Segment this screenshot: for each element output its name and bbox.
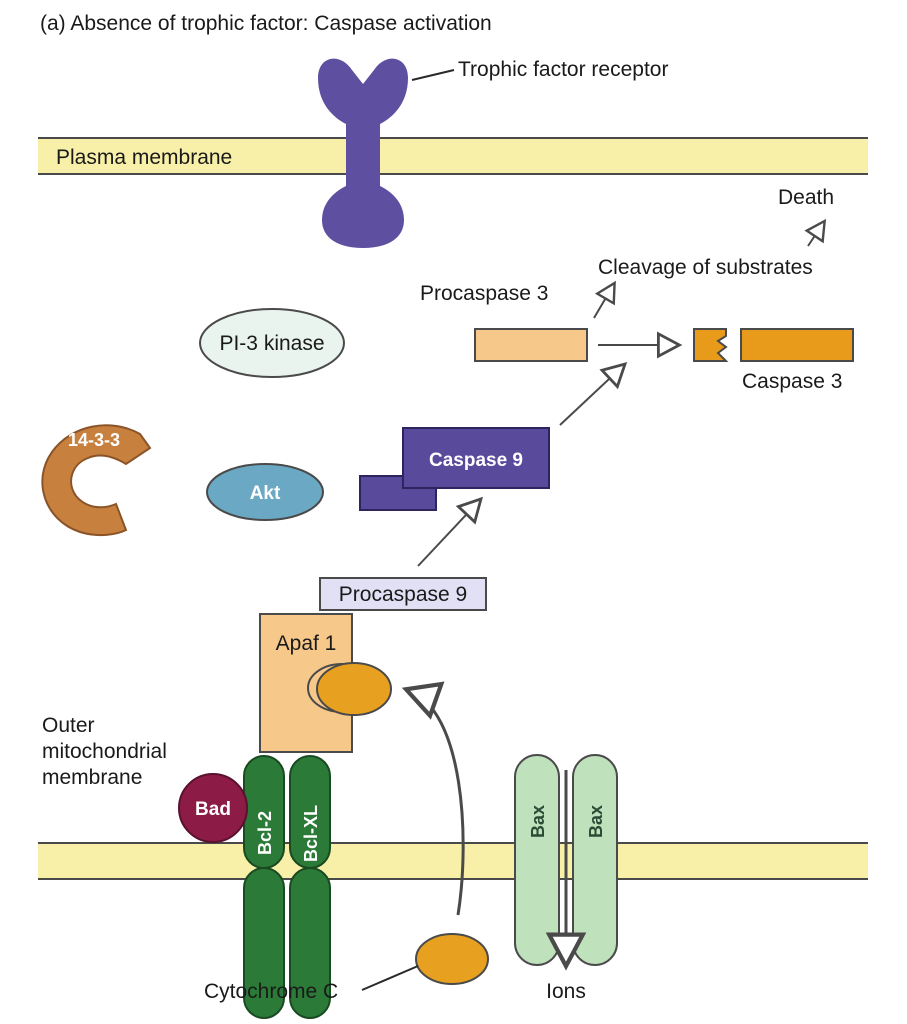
procaspase-3-label: Procaspase 3	[420, 282, 548, 305]
cleavage-to-death-arrow	[804, 218, 827, 247]
bcl-2-label: Bcl-2	[255, 811, 275, 855]
pi3-kinase	[199, 308, 345, 378]
bax-left-label: Bax	[528, 805, 548, 838]
trophic-factor-receptor	[318, 58, 408, 248]
trophic-factor-receptor-label: Trophic factor receptor	[458, 58, 668, 81]
outer-mitochondrial-membrane	[38, 842, 868, 880]
bad-label: Bad	[195, 799, 231, 820]
caspase-3-label: Caspase 3	[742, 370, 842, 393]
bax-right-label: Bax	[586, 805, 606, 838]
pi3-kinase-label: PI-3 kinase	[219, 332, 324, 355]
cytochrome-c-label: Cytochrome C	[204, 980, 338, 1003]
procaspase-9-box	[319, 577, 487, 611]
procaspase-9-label: Procaspase 9	[339, 583, 467, 606]
procaspase3-to-cleavage-arrow	[593, 280, 616, 319]
death-label: Death	[778, 186, 834, 209]
akt	[206, 463, 324, 521]
cleavage-of-substrates-label: Cleavage of substrates	[598, 256, 813, 279]
plasma-membrane	[38, 137, 868, 175]
caspase9-to-procaspase3-arrow	[559, 362, 628, 426]
cytochrome-c-bound	[316, 662, 392, 716]
bcl-2	[243, 755, 285, 1019]
apaf-1-box	[259, 613, 353, 753]
caspase-3-fragment	[693, 328, 729, 362]
protein-14-3-3-label: 14-3-3	[68, 430, 120, 450]
outer-membrane-label-line1: Outer	[42, 714, 95, 737]
bcl-xl	[289, 755, 331, 1019]
cytochrome-c-free	[415, 933, 489, 985]
caspase-3-box	[740, 328, 854, 362]
caspase-9-box	[402, 427, 550, 489]
procaspase-3-box	[474, 328, 588, 362]
cytochrome-leader-line	[361, 965, 419, 991]
bax-right	[572, 754, 618, 966]
plasma-membrane-label: Plasma membrane	[56, 146, 232, 169]
apaf-1-label: Apaf 1	[276, 632, 337, 655]
bcl-xl-label: Bcl-XL	[301, 805, 321, 862]
protein-14-3-3	[41, 424, 152, 537]
caspase-9-label: Caspase 9	[429, 450, 523, 471]
bad	[178, 773, 248, 843]
akt-label: Akt	[250, 483, 281, 504]
receptor-leader-line	[411, 69, 455, 81]
procaspase9-to-caspase9-arrow	[417, 496, 483, 567]
outer-membrane-label-line2: mitochondrial	[42, 740, 167, 763]
cytochrome-release-arrow	[401, 681, 465, 916]
diagram-title: (a) Absence of trophic factor: Caspase a…	[40, 12, 492, 35]
bax-left	[514, 754, 560, 966]
ions-label: Ions	[546, 980, 586, 1003]
outer-membrane-label-line3: membrane	[42, 766, 142, 789]
